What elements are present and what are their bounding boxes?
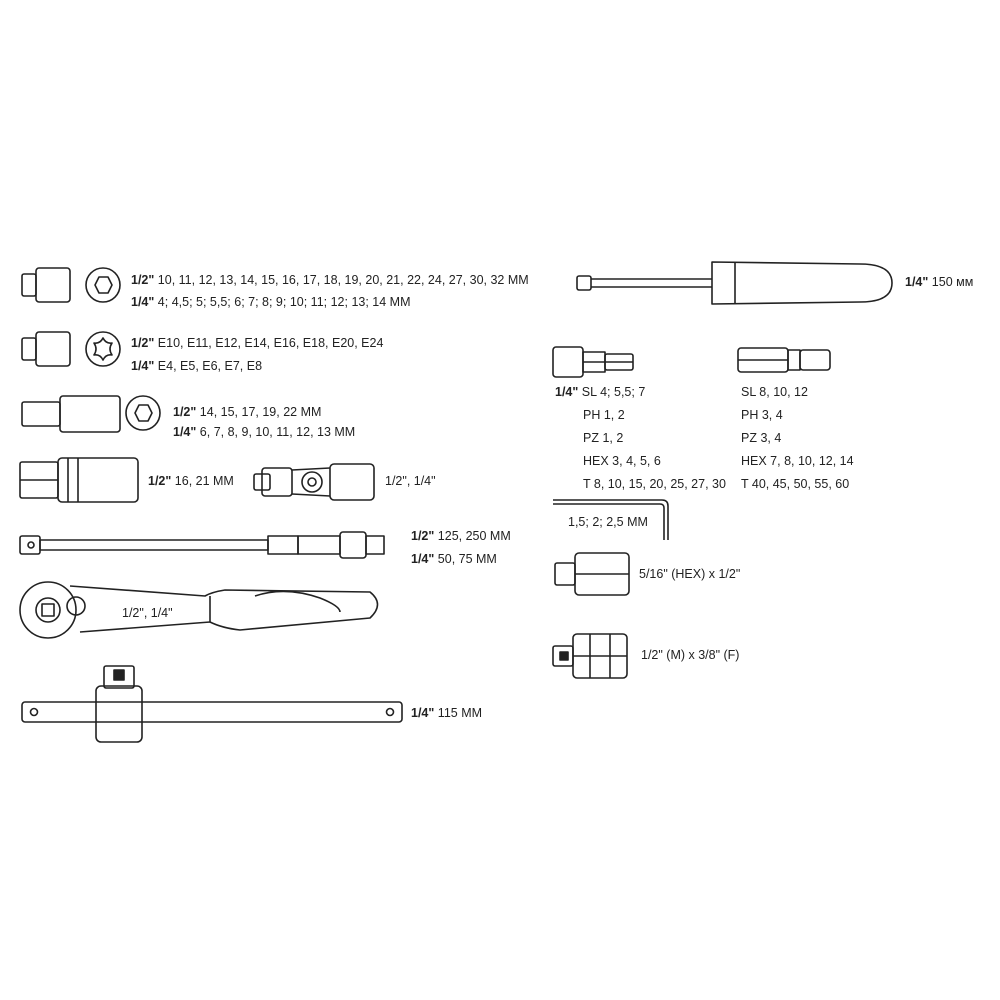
bits-left-3: HEX 3, 4, 5, 6 xyxy=(583,454,661,468)
spark-plug-socket-icon xyxy=(19,457,139,503)
extension-half-label: 1/2" 125, 250 MM xyxy=(411,529,511,543)
bits-right-1: PH 3, 4 xyxy=(741,408,783,422)
bits-right-4: T 40, 45, 50, 55, 60 xyxy=(741,477,850,491)
reducer-adapter-icon xyxy=(552,633,628,679)
hex-socket-half-label: 1/2" 10, 11, 12, 13, 14, 15, 16, 17, 18,… xyxy=(131,273,529,287)
deep-socket-half-label: 1/2" 14, 15, 17, 19, 22 MM xyxy=(173,405,322,419)
torx-socket-icon xyxy=(21,331,121,367)
spark-plug-socket-label: 1/2" 16, 21 MM xyxy=(148,474,234,488)
screwdriver-icon xyxy=(576,261,893,305)
bit-adapter-label: 5/16" (HEX) x 1/2" xyxy=(639,567,741,581)
deep-socket-quarter-label: 1/4" 6, 7, 8, 9, 10, 11, 12, 13 MM xyxy=(173,425,356,439)
bits-right-3: HEX 7, 8, 10, 12, 14 xyxy=(741,454,854,468)
extension-quarter-label: 1/4" 50, 75 MM xyxy=(411,552,497,566)
reducer-label: 1/2" (M) x 3/8" (F) xyxy=(641,648,740,662)
hex-key-label: 1,5; 2; 2,5 MM xyxy=(568,515,648,529)
bits-left-0: 1/4" SL 4; 5,5; 7 xyxy=(555,385,646,399)
t-bar-label: 1/4" 115 MM xyxy=(411,706,483,720)
bits-right-0: SL 8, 10, 12 xyxy=(741,385,808,399)
torx-socket-half-label: 1/2" E10, E11, E12, E14, E16, E18, E20, … xyxy=(131,336,384,350)
universal-joint-label: 1/2", 1/4" xyxy=(385,474,436,488)
bits-left-2: PZ 1, 2 xyxy=(583,431,624,445)
universal-joint-icon xyxy=(253,463,375,501)
bit-adapter-icon xyxy=(554,552,630,596)
screwdriver-label: 1/4" 150 мм xyxy=(905,275,974,289)
deep-socket-icon xyxy=(21,395,161,433)
torx-socket-quarter-label: 1/4" E4, E5, E6, E7, E8 xyxy=(131,359,263,373)
ratchet-icon xyxy=(19,581,379,639)
ratchet-label: 1/2", 1/4" xyxy=(122,606,173,620)
bits-left-4: T 8, 10, 15, 20, 25, 27, 30 xyxy=(583,477,726,491)
bits-right-2: PZ 3, 4 xyxy=(741,431,782,445)
t-bar-icon xyxy=(21,665,403,743)
hex-key-icon xyxy=(553,499,669,540)
bits-left-1: PH 1, 2 xyxy=(583,408,625,422)
hex-socket-quarter-label: 1/4" 4; 4,5; 5; 5,5; 6; 7; 8; 9; 10; 11;… xyxy=(131,295,411,309)
hex-socket-icon xyxy=(21,267,121,303)
bit-icon xyxy=(552,346,831,378)
extension-bar-icon xyxy=(19,531,385,559)
